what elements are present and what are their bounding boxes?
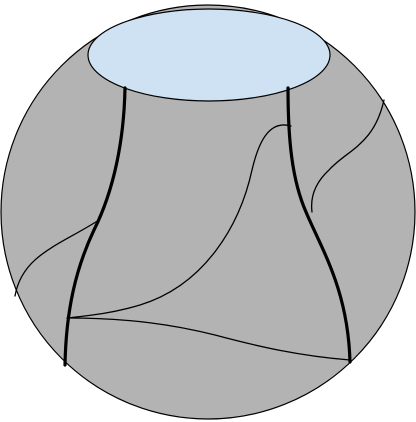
bottom-connecting-curve <box>66 317 351 361</box>
right-thick-strand <box>286 86 352 364</box>
left-thick-strand <box>63 86 127 367</box>
crossing-curve <box>66 124 292 319</box>
top-cap-ellipse <box>87 8 331 102</box>
left-outer-arc <box>14 219 100 297</box>
right-outer-arc <box>310 99 385 213</box>
sphere <box>0 4 416 420</box>
